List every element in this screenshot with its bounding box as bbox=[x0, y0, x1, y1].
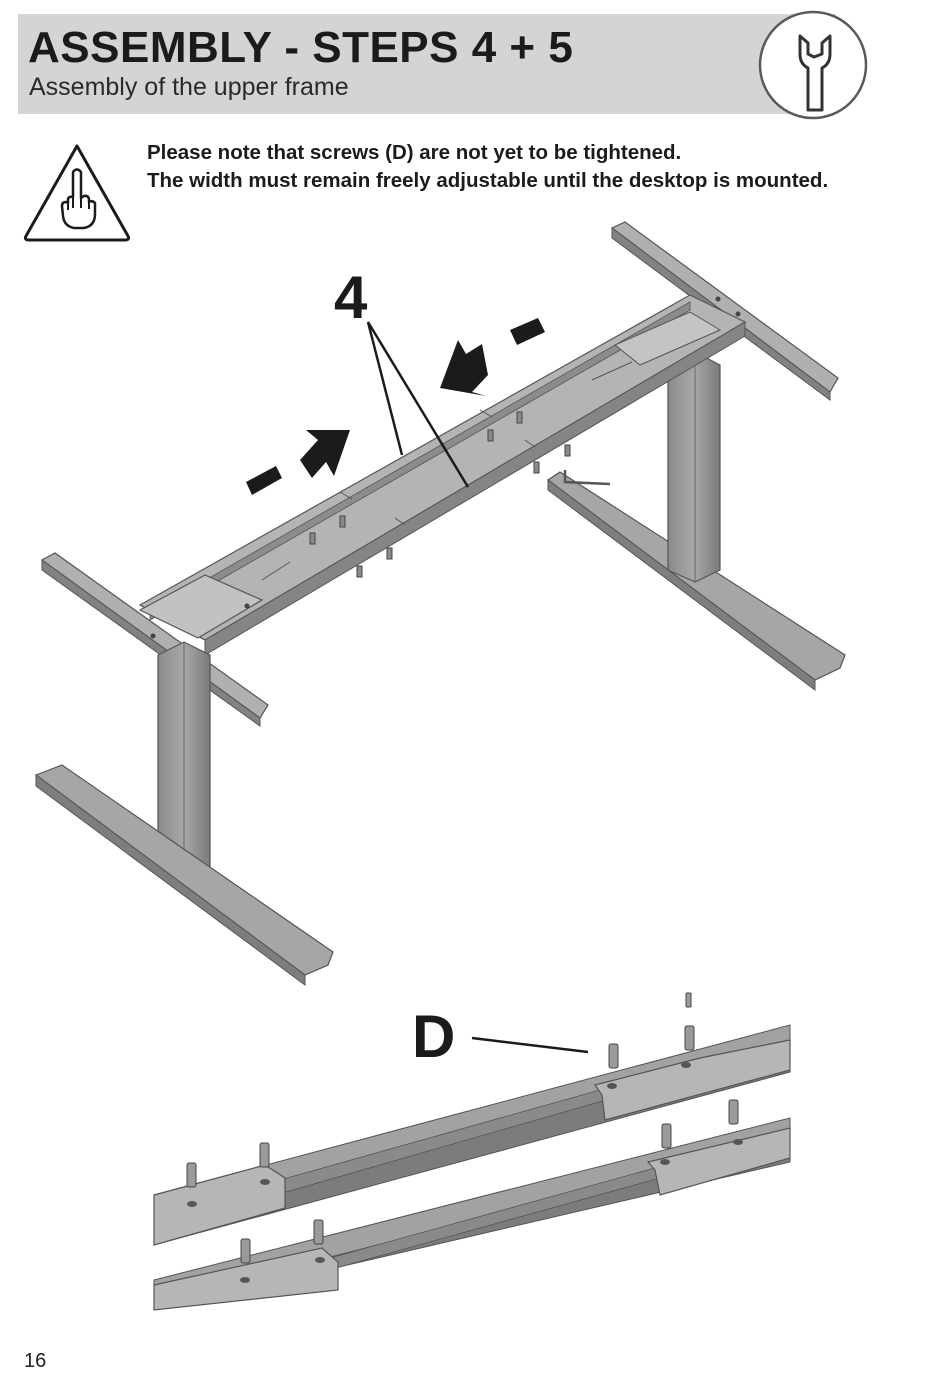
front-foot bbox=[34, 764, 334, 986]
end-plate-front bbox=[138, 574, 264, 639]
part-d-label: D bbox=[412, 1003, 455, 1070]
page-number: 16 bbox=[24, 1350, 47, 1372]
wrench-icon bbox=[758, 10, 868, 120]
detail-illustration: D bbox=[153, 992, 791, 1311]
rail-rear bbox=[138, 294, 747, 656]
allen-key-icon bbox=[563, 470, 611, 486]
notice-text: Please note that screws (D) are not yet … bbox=[147, 139, 828, 194]
back-leg bbox=[667, 351, 721, 583]
hand-warning-icon bbox=[23, 144, 131, 242]
notice-line-1: Please note that screws (D) are not yet … bbox=[147, 141, 682, 164]
screws-d-frame bbox=[309, 411, 571, 578]
move-inward-arrows bbox=[246, 318, 545, 495]
notice-line-2: The width must remain freely adjustable … bbox=[147, 168, 829, 192]
header-band bbox=[18, 14, 836, 114]
part-d-leader bbox=[471, 1036, 589, 1054]
page-title: ASSEMBLY - STEPS 4 + 5 bbox=[28, 23, 574, 72]
page-subtitle: Assembly of the upper frame bbox=[29, 73, 349, 101]
detail-rail-upper bbox=[153, 1024, 791, 1246]
step-4-leaders bbox=[366, 321, 470, 488]
screws-d-detail bbox=[186, 992, 739, 1264]
frame-illustration: 4 bbox=[34, 221, 846, 986]
step-4-label: 4 bbox=[334, 264, 368, 331]
detail-rail-lower bbox=[153, 1117, 791, 1311]
